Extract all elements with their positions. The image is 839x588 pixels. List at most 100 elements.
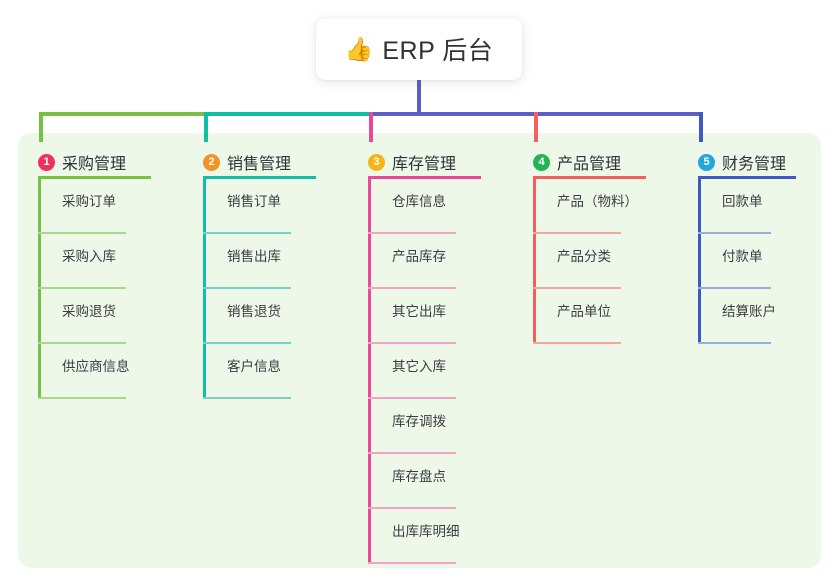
menu-item-underline bbox=[368, 342, 456, 344]
menu-item[interactable]: 其它入库 bbox=[368, 344, 518, 399]
thumbs-up-icon: 👍 bbox=[344, 35, 374, 62]
menu-item[interactable]: 产品分类 bbox=[533, 234, 683, 289]
column-采购管理: 1 采购管理采购订单采购入库采购退货供应商信息 bbox=[38, 145, 188, 399]
menu-item[interactable]: 产品单位 bbox=[533, 289, 683, 344]
menu-item-label: 供应商信息 bbox=[62, 359, 130, 374]
menu-item-underline bbox=[38, 287, 126, 289]
menu-item[interactable]: 采购退货 bbox=[38, 289, 188, 344]
column-items: 采购订单采购入库采购退货供应商信息 bbox=[38, 179, 188, 399]
menu-item[interactable]: 结算账户 bbox=[698, 289, 833, 344]
column-drop-line-4 bbox=[534, 112, 538, 142]
column-title: 库存管理 bbox=[392, 156, 457, 173]
menu-item-underline bbox=[368, 232, 456, 234]
root-stem-line bbox=[417, 78, 421, 116]
column-header-3[interactable]: 3 库存管理 bbox=[368, 145, 518, 179]
menu-item-underline bbox=[698, 232, 771, 234]
menu-item[interactable]: 供应商信息 bbox=[38, 344, 188, 399]
menu-item-label: 产品库存 bbox=[392, 249, 446, 264]
menu-item-underline bbox=[203, 397, 291, 399]
column-number-badge: 5 bbox=[698, 153, 715, 171]
menu-item-underline bbox=[368, 397, 456, 399]
column-drop-line-2 bbox=[204, 112, 208, 142]
menu-item[interactable]: 库存调拨 bbox=[368, 399, 518, 454]
content-panel bbox=[18, 133, 821, 568]
menu-item[interactable]: 产品库存 bbox=[368, 234, 518, 289]
menu-item[interactable]: 采购订单 bbox=[38, 179, 188, 234]
menu-item[interactable]: 采购入库 bbox=[38, 234, 188, 289]
column-items: 回款单付款单结算账户 bbox=[698, 179, 833, 344]
menu-item-label: 产品单位 bbox=[557, 304, 611, 319]
column-title: 销售管理 bbox=[227, 156, 292, 173]
menu-item-label: 采购订单 bbox=[62, 194, 116, 209]
menu-item-underline bbox=[368, 507, 456, 509]
root-node[interactable]: 👍 ERP 后台 bbox=[316, 18, 522, 80]
column-title: 产品管理 bbox=[557, 156, 622, 173]
menu-item-label: 其它入库 bbox=[392, 359, 446, 374]
column-header-5[interactable]: 5 财务管理 bbox=[698, 145, 833, 179]
menu-item-label: 库存调拨 bbox=[392, 414, 446, 429]
menu-item-label: 付款单 bbox=[722, 249, 763, 264]
column-stem-line bbox=[533, 179, 536, 343]
menu-item-underline bbox=[38, 232, 126, 234]
menu-item-label: 仓库信息 bbox=[392, 194, 446, 209]
menu-item-underline bbox=[533, 232, 621, 234]
column-items: 销售订单销售出库销售退货客户信息 bbox=[203, 179, 353, 399]
menu-item-underline bbox=[698, 342, 771, 344]
menu-item-label: 结算账户 bbox=[722, 304, 776, 319]
menu-item[interactable]: 付款单 bbox=[698, 234, 833, 289]
menu-item[interactable]: 客户信息 bbox=[203, 344, 353, 399]
column-header-1[interactable]: 1 采购管理 bbox=[38, 145, 188, 179]
menu-item[interactable]: 仓库信息 bbox=[368, 179, 518, 234]
column-产品管理: 4 产品管理产品（物料） 产品分类产品单位 bbox=[533, 145, 683, 344]
menu-item-label: 采购退货 bbox=[62, 304, 116, 319]
menu-item-underline bbox=[38, 342, 126, 344]
column-number-badge: 2 bbox=[203, 153, 220, 171]
menu-item-label: 其它出库 bbox=[392, 304, 446, 319]
column-items: 产品（物料） 产品分类产品单位 bbox=[533, 179, 683, 344]
root-node-content: 👍 ERP 后台 bbox=[345, 31, 494, 67]
menu-item[interactable]: 销售退货 bbox=[203, 289, 353, 344]
trunk-segment-1 bbox=[40, 112, 208, 116]
menu-item-label: 销售出库 bbox=[227, 249, 281, 264]
menu-item[interactable]: 产品（物料） bbox=[533, 179, 683, 234]
column-stem-line bbox=[368, 179, 371, 563]
column-items: 仓库信息产品库存其它出库其它入库库存调拨库存盘点出库库明细 bbox=[368, 179, 518, 564]
column-number-badge: 3 bbox=[368, 153, 385, 171]
column-header-4[interactable]: 4 产品管理 bbox=[533, 145, 683, 179]
column-header-2[interactable]: 2 销售管理 bbox=[203, 145, 353, 179]
menu-item[interactable]: 出库库明细 bbox=[368, 509, 518, 564]
column-财务管理: 5 财务管理回款单付款单结算账户 bbox=[698, 145, 833, 344]
menu-item-underline bbox=[533, 287, 621, 289]
column-title: 采购管理 bbox=[62, 156, 127, 173]
menu-item[interactable]: 回款单 bbox=[698, 179, 833, 234]
column-underline bbox=[368, 176, 481, 179]
menu-item-underline bbox=[203, 342, 291, 344]
column-underline bbox=[203, 176, 316, 179]
menu-item-underline bbox=[698, 287, 771, 289]
menu-item[interactable]: 销售订单 bbox=[203, 179, 353, 234]
menu-item-underline bbox=[533, 342, 621, 344]
column-销售管理: 2 销售管理销售订单销售出库销售退货客户信息 bbox=[203, 145, 353, 399]
menu-item-underline bbox=[38, 397, 126, 399]
column-drop-line-5 bbox=[699, 112, 703, 142]
menu-item-label: 库存盘点 bbox=[392, 469, 446, 484]
column-underline bbox=[533, 176, 646, 179]
menu-item[interactable]: 其它出库 bbox=[368, 289, 518, 344]
menu-item-label: 出库库明细 bbox=[392, 524, 460, 539]
menu-item-label: 产品分类 bbox=[557, 249, 611, 264]
menu-item-label: 采购入库 bbox=[62, 249, 116, 264]
column-drop-line-3 bbox=[369, 112, 373, 142]
column-stem-line bbox=[698, 179, 701, 343]
menu-item-label: 产品（物料） bbox=[557, 194, 638, 209]
column-number-badge: 4 bbox=[533, 153, 550, 171]
column-title: 财务管理 bbox=[722, 156, 787, 173]
menu-item-label: 回款单 bbox=[722, 194, 763, 209]
menu-item[interactable]: 销售出库 bbox=[203, 234, 353, 289]
menu-item-underline bbox=[203, 287, 291, 289]
column-drop-line-1 bbox=[39, 112, 43, 142]
column-underline bbox=[698, 176, 796, 179]
menu-item-underline bbox=[368, 287, 456, 289]
menu-item[interactable]: 库存盘点 bbox=[368, 454, 518, 509]
column-number-badge: 1 bbox=[38, 153, 55, 171]
